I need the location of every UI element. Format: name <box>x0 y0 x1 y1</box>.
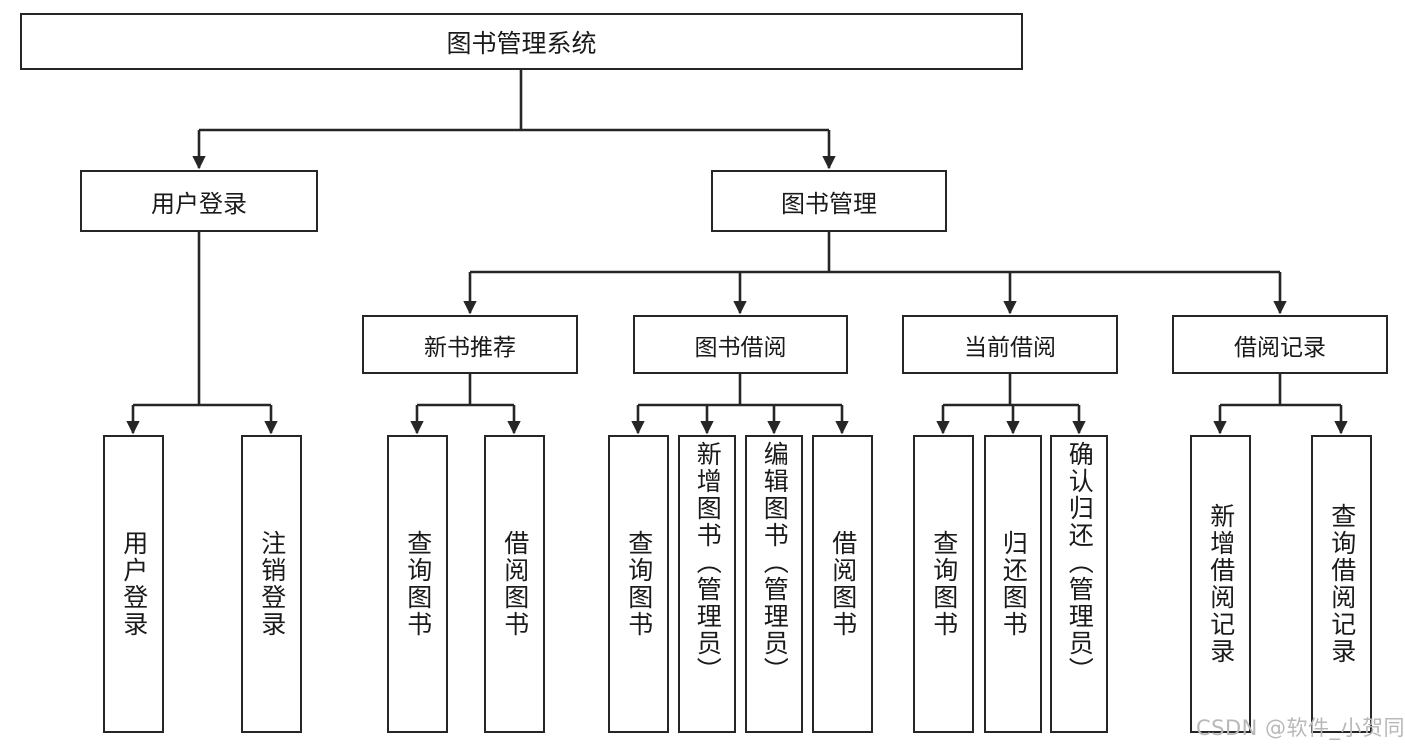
leaf-node-label: 查询图书 <box>929 530 959 638</box>
leaf-node-label: 注销登录 <box>257 530 287 638</box>
leaf-node-label: 查询图书 <box>624 530 654 638</box>
node-borrow-record[interactable]: 借阅记录 <box>1172 315 1388 374</box>
leaf-node-label: 归还图书 <box>999 530 1029 638</box>
leaf-node-label: 编辑图书（管理员） <box>760 441 790 684</box>
leaf-node[interactable]: 查询图书 <box>913 435 974 733</box>
leaf-node[interactable]: 归还图书 <box>984 435 1042 733</box>
leaf-node-label: 查询借阅记录 <box>1327 503 1357 665</box>
node-book-management-label: 图书管理 <box>781 189 877 218</box>
leaf-node-label: 用户登录 <box>119 530 149 638</box>
node-user-login[interactable]: 用户登录 <box>80 170 318 232</box>
node-current-borrow-label: 当前借阅 <box>964 334 1056 361</box>
node-new-book-recommend[interactable]: 新书推荐 <box>362 315 578 374</box>
leaf-node[interactable]: 查询借阅记录 <box>1311 435 1372 733</box>
leaf-node-label: 新增图书（管理员） <box>693 441 723 684</box>
leaf-node[interactable]: 借阅图书 <box>812 435 873 733</box>
leaf-node[interactable]: 查询图书 <box>608 435 669 733</box>
leaf-node[interactable]: 借阅图书 <box>484 435 545 733</box>
leaf-node[interactable]: 确认归还（管理员） <box>1050 435 1108 733</box>
leaf-node[interactable]: 查询图书 <box>387 435 448 733</box>
leaf-node[interactable]: 用户登录 <box>103 435 164 733</box>
watermark-text: CSDN @软件_小贺同学 <box>1196 716 1405 740</box>
leaf-node-label: 确认归还（管理员） <box>1065 441 1095 684</box>
leaf-node[interactable]: 新增借阅记录 <box>1190 435 1251 733</box>
node-user-login-label: 用户登录 <box>151 189 247 218</box>
leaf-node[interactable]: 注销登录 <box>241 435 302 733</box>
node-book-borrow-label: 图书借阅 <box>694 334 787 361</box>
node-book-borrow[interactable]: 图书借阅 <box>633 315 848 374</box>
node-root-label: 图书管理系统 <box>446 28 597 58</box>
leaf-node-label: 借阅图书 <box>828 530 858 638</box>
node-new-book-recommend-label: 新书推荐 <box>424 334 516 361</box>
node-current-borrow[interactable]: 当前借阅 <box>902 315 1118 374</box>
leaf-node[interactable]: 新增图书（管理员） <box>678 435 736 733</box>
node-book-management[interactable]: 图书管理 <box>711 170 947 232</box>
leaf-node-label: 新增借阅记录 <box>1206 503 1236 665</box>
node-root[interactable]: 图书管理系统 <box>20 13 1023 70</box>
leaf-node[interactable]: 编辑图书（管理员） <box>745 435 803 733</box>
node-borrow-record-label: 借阅记录 <box>1234 334 1326 361</box>
leaf-node-label: 查询图书 <box>403 530 433 638</box>
leaf-node-label: 借阅图书 <box>500 530 530 638</box>
